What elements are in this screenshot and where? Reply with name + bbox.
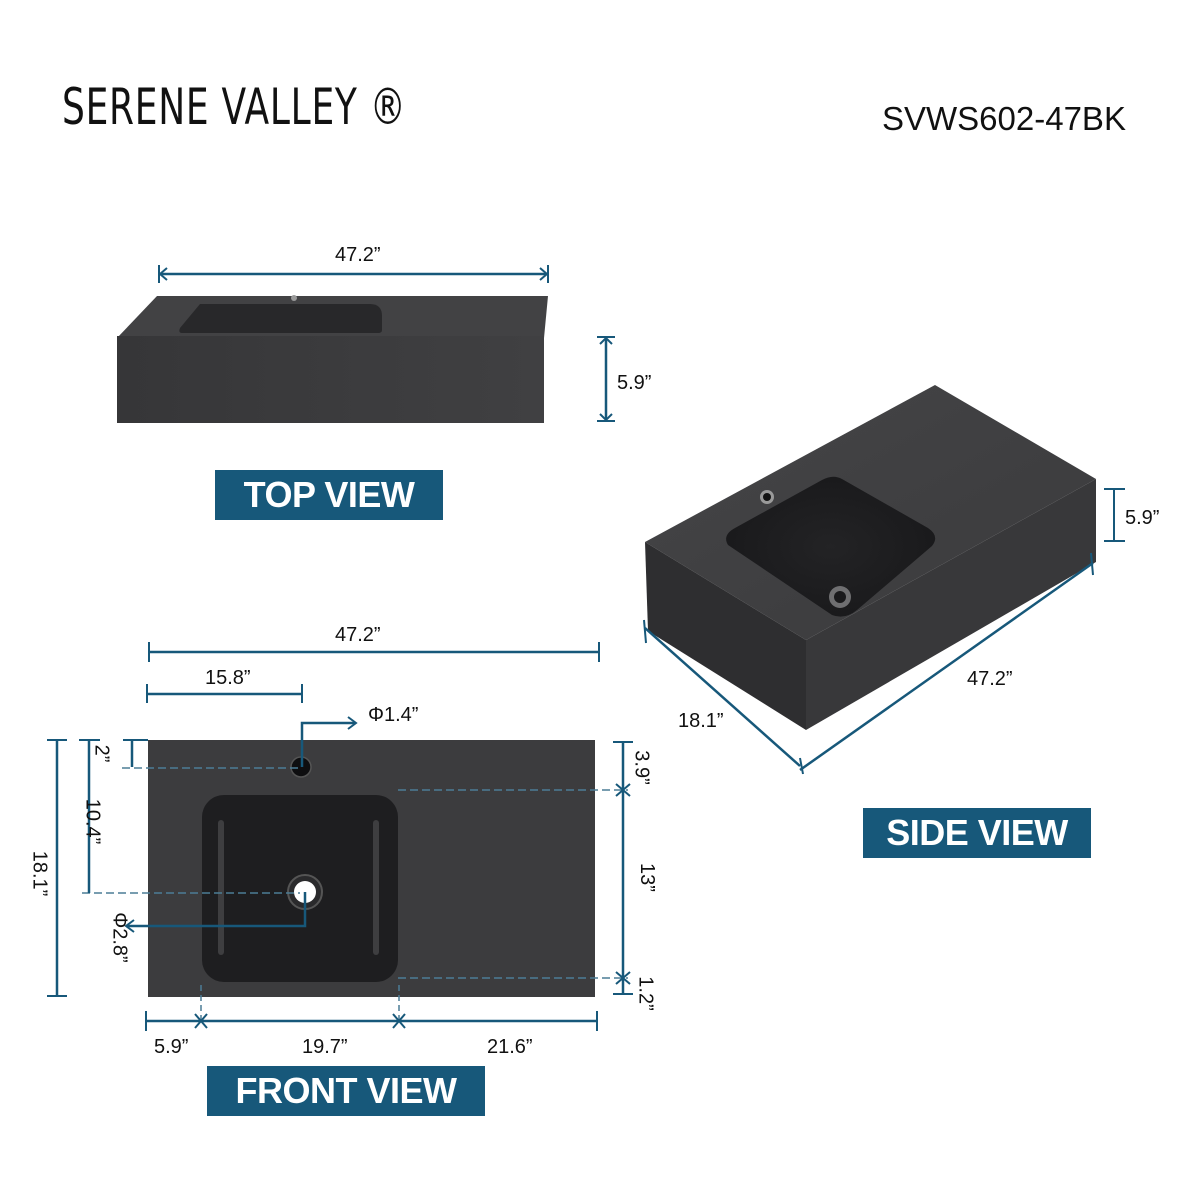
side-view-drawing [643, 385, 1125, 775]
model-number: SVWS602-47BK [882, 100, 1126, 137]
top-view-drawing [117, 265, 615, 423]
front-view-drawing [47, 642, 633, 1031]
back-margin-label: 3.9” [630, 750, 653, 785]
top-view-width-label: 47.2” [335, 244, 381, 266]
right-margin-label: 21.6” [487, 1036, 533, 1058]
side-view-height-label: 5.9” [1125, 507, 1160, 529]
side-view-length-label: 47.2” [967, 668, 1013, 690]
faucet-offset-label: 15.8” [205, 667, 251, 689]
basin-depth-label: 13” [635, 863, 658, 892]
front-total-width-label: 47.2” [335, 624, 381, 646]
faucet-from-back-label: 2” [90, 744, 113, 763]
drain-from-back-label: 10.4” [81, 798, 104, 845]
faucet-hole-label: Φ1.4” [368, 704, 419, 726]
front-margin-label: 1.2” [634, 976, 657, 1011]
top-view-badge: TOP VIEW [215, 470, 443, 520]
total-depth-label: 18.1” [28, 850, 51, 897]
top-view-height-label: 5.9” [617, 372, 652, 394]
basin-width-label: 19.7” [302, 1036, 348, 1058]
side-view-badge: SIDE VIEW [863, 808, 1091, 858]
drain-hole-label: Φ2.8” [108, 912, 131, 963]
front-view-badge: FRONT VIEW [207, 1066, 485, 1116]
left-margin-label: 5.9” [154, 1036, 189, 1058]
side-view-depth-label: 18.1” [678, 710, 724, 732]
brand-logo: SERENE VALLEY ® [62, 78, 407, 136]
